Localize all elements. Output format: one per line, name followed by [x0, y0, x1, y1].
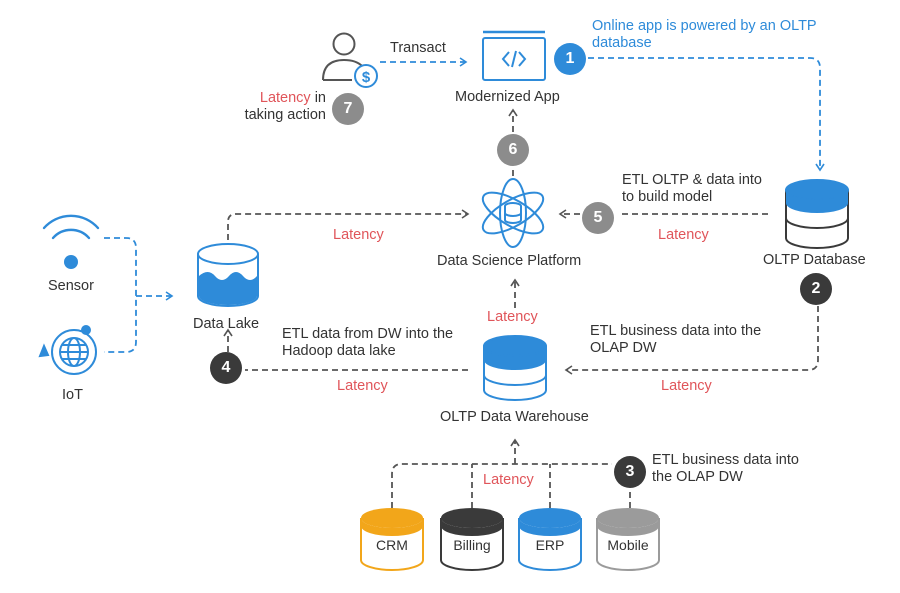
step-badge-5: 5 [582, 202, 614, 234]
source-label-mobile: Mobile [607, 537, 649, 553]
warehouse-label: OLTP Data Warehouse [440, 409, 589, 425]
user-dollar-icon: $ [322, 32, 378, 88]
oltp-database-icon [784, 179, 850, 249]
app-label: Modernized App [455, 89, 560, 105]
transact-label: Transact [390, 40, 446, 56]
latency-db-dsp: Latency [658, 227, 709, 243]
latency-db-wh: Latency [661, 378, 712, 394]
source-cylinder-billing [440, 508, 504, 571]
wifi-sensor-icon [42, 214, 100, 269]
latency-sources-wh: Latency [483, 472, 534, 488]
data-lake-label: Data Lake [193, 316, 260, 332]
code-window-icon [482, 30, 546, 81]
db-to-wh-arrow [564, 306, 819, 375]
source-cylinder-erp [518, 508, 582, 571]
oltp-db-label: OLTP Database [763, 252, 866, 268]
app-to-db-arrow [588, 57, 825, 172]
latency-wh-dsp: Latency [487, 309, 538, 325]
globe-network-icon [38, 325, 97, 375]
source-label-crm: CRM [376, 537, 408, 553]
lake-to-dsp-arrow [227, 209, 470, 240]
iot-label: IoT [62, 387, 83, 403]
step-badge-7: 7 [332, 93, 364, 125]
step-badge-4: 4 [210, 352, 242, 384]
warehouse-database-icon [483, 335, 547, 401]
atom-database-icon [481, 178, 545, 248]
svg-text:$: $ [362, 69, 371, 86]
source-cylinder-mobile [596, 508, 660, 571]
sensor-label: Sensor [48, 278, 94, 294]
water-tank-icon [197, 243, 259, 307]
source-systems [360, 508, 660, 571]
step-badge-3: 3 [614, 456, 646, 488]
taking-action-text: taking action [244, 107, 326, 123]
latency-wh-lake: Latency [337, 378, 388, 394]
sources-to-wh-arrow [391, 463, 612, 508]
latency-word: Latency [259, 90, 311, 106]
source-cylinder-crm [360, 508, 424, 571]
source-label-billing: Billing [453, 537, 491, 553]
latency-suffix: in [310, 90, 326, 106]
step-badge-6: 6 [497, 134, 529, 166]
step-badge-1: 1 [554, 43, 586, 75]
latency-lake-dsp: Latency [333, 227, 384, 243]
source-label-erp: ERP [535, 537, 565, 553]
latency-action-label: Latency in taking action [236, 90, 326, 124]
step-badge-2: 2 [800, 273, 832, 305]
dsp-label: Data Science Platform [437, 253, 582, 269]
sensor-to-lake-arrow [104, 237, 137, 353]
